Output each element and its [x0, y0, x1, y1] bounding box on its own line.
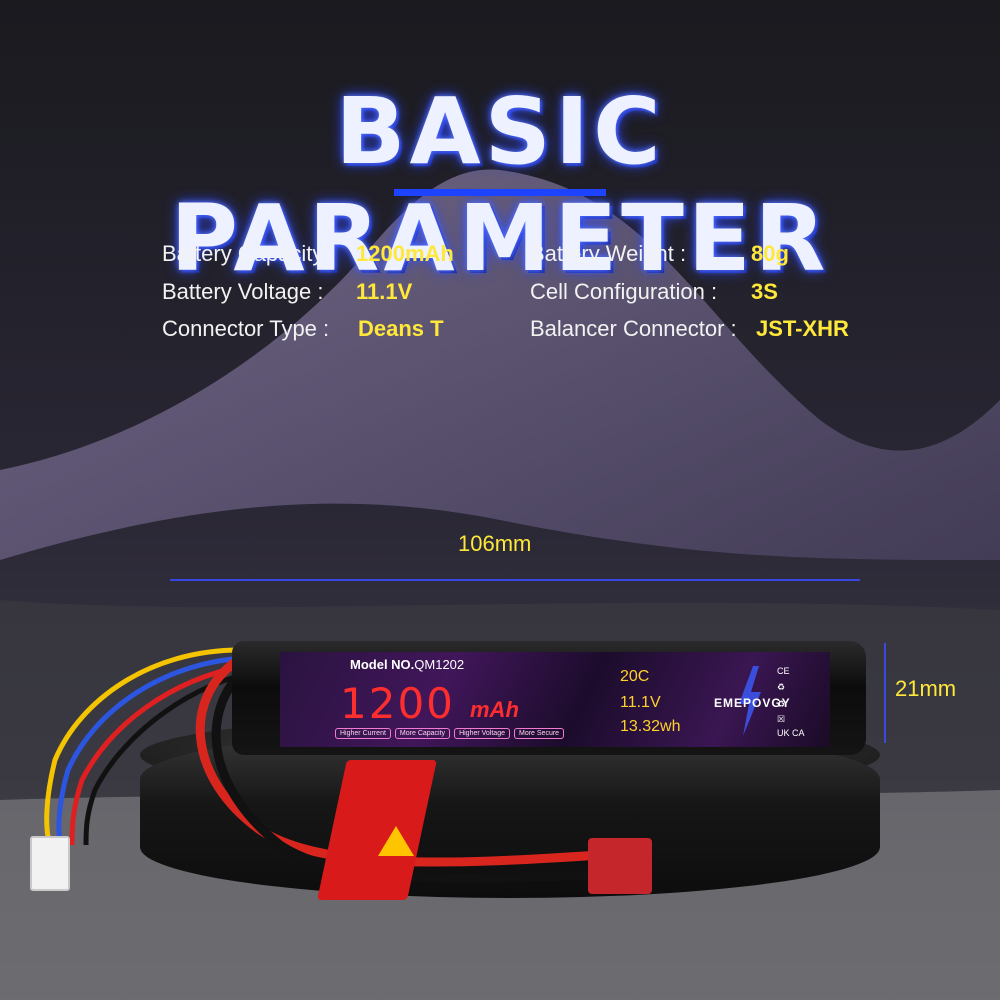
- length-dimension-label: 106mm: [458, 531, 532, 556]
- feature-chip: More Secure: [513, 728, 565, 739]
- height-dimension-label: 21mm: [895, 676, 957, 701]
- spec-label: Battery Voltage :: [162, 279, 324, 304]
- spec-value: 1200mAh: [356, 241, 454, 266]
- spec-value: JST-XHR: [756, 316, 849, 341]
- battery-capacity-unit: mAh: [470, 697, 519, 722]
- ce-mark-icon: CE: [777, 666, 790, 676]
- balance-connector: [30, 836, 70, 891]
- feature-chip: More Capacity: [394, 728, 451, 739]
- bin-icon: ☒: [777, 714, 786, 724]
- spec-label: Battery Capacity :: [162, 241, 336, 266]
- spec-value: 11.1V: [356, 279, 413, 304]
- ukca-mark-icon: UK CA: [777, 728, 805, 738]
- label-energy: 13.32wh: [620, 718, 681, 735]
- title-underline: [394, 189, 606, 196]
- height-dimension-line: [884, 643, 886, 743]
- feature-chips: Higher Current More Capacity Higher Volt…: [335, 728, 565, 739]
- battery-capacity-text: 1200: [340, 679, 455, 728]
- spec-label: Connector Type :: [162, 316, 330, 341]
- spec-value: Deans T: [358, 316, 444, 341]
- model-number: Model NO.QM1202: [350, 657, 465, 672]
- spec-label: Cell Configuration :: [530, 279, 718, 304]
- lightning-bolt-icon: [739, 666, 761, 736]
- spec-label: Balancer Connector :: [530, 316, 737, 341]
- label-voltage: 11.1V: [620, 694, 661, 711]
- recycle-icon: ♻: [777, 699, 786, 709]
- discharge-rate: 20C: [620, 668, 650, 685]
- battery-label: Model NO.QM1202 1200 mAh Higher Current …: [280, 652, 830, 747]
- page-title: BASIC PARAMETER: [170, 78, 830, 292]
- length-dimension-line: [170, 579, 860, 581]
- spec-value: 80g: [751, 241, 789, 266]
- spec-label: Battery Weight :: [530, 241, 687, 266]
- feature-chip: Higher Current: [335, 728, 391, 739]
- brand-logo: EMEPOVGY: [714, 696, 791, 710]
- spec-value: 3S: [751, 279, 778, 304]
- warning-triangle-icon: [378, 826, 414, 856]
- display-stand: [140, 728, 880, 898]
- deans-t-connector: [588, 838, 652, 894]
- recycle-icon: ♻: [777, 682, 786, 692]
- feature-chip: Higher Voltage: [454, 728, 510, 739]
